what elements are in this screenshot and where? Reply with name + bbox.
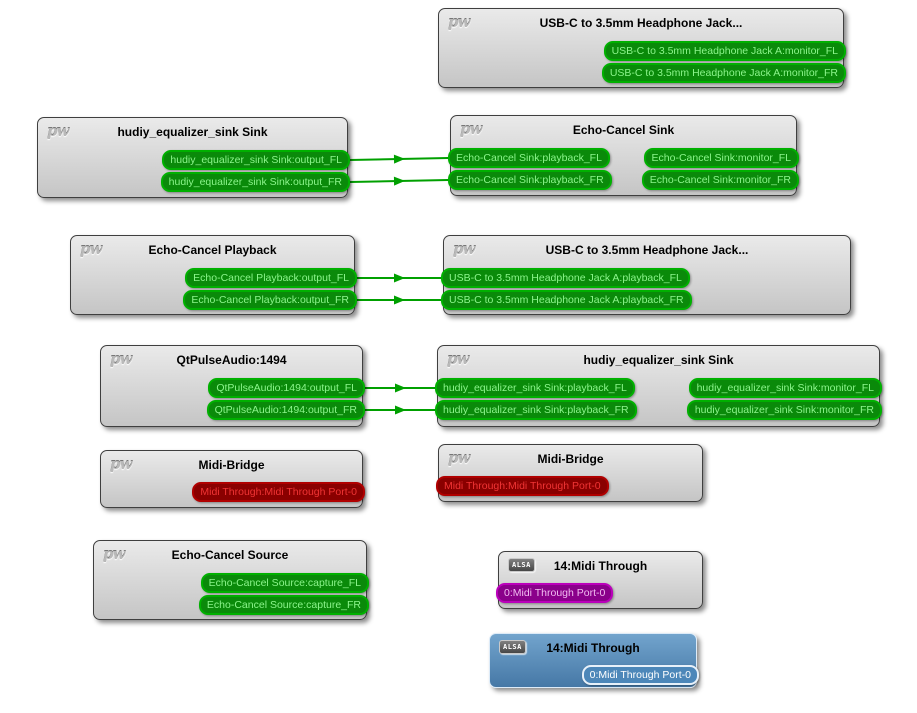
connection-direction-arrow xyxy=(393,176,405,186)
port-mb-l-port[interactable]: Midi Through:Midi Through Port-0 xyxy=(192,482,365,502)
port-hudiy-r-mon-fr[interactable]: hudiy_equalizer_sink Sink:monitor_FR xyxy=(686,400,882,420)
port-hudiy-r-pb-fl[interactable]: hudiy_equalizer_sink Sink:playback_FL xyxy=(435,378,635,398)
node-title: Echo-Cancel Playback xyxy=(148,243,277,257)
port-mt-in-port[interactable]: 0:Midi Through Port-0 xyxy=(496,583,614,603)
pipewire-icon: pw xyxy=(103,545,125,563)
port-ecs-mon-fl[interactable]: Echo-Cancel Sink:monitor_FL xyxy=(643,148,799,168)
alsa-icon: ALSA xyxy=(508,558,535,572)
port-hudiy-l-out-fr[interactable]: hudiy_equalizer_sink Sink:output_FR xyxy=(160,172,350,192)
node-midi-through-alsa-out[interactable]: ALSA 14:Midi Through 0:Midi Through Port-0 xyxy=(489,633,699,688)
pipewire-icon: pw xyxy=(110,455,132,473)
port-qt-out-fr[interactable]: QtPulseAudio:1494:output_FR xyxy=(206,400,365,420)
pipewire-icon: pw xyxy=(110,350,132,368)
node-header: pw hudiy_equalizer_sink Sink xyxy=(438,346,879,372)
pipewire-icon: pw xyxy=(47,122,69,140)
port-usbc-mon-fl[interactable]: USB-C to 3.5mm Headphone Jack A:monitor_… xyxy=(603,41,846,61)
port-ecs-mon-fr[interactable]: Echo-Cancel Sink:monitor_FR xyxy=(641,170,799,190)
node-header: pw Echo-Cancel Sink xyxy=(451,116,796,142)
pipewire-icon: pw xyxy=(447,350,469,368)
node-title: 14:Midi Through xyxy=(553,559,648,573)
pipewire-icon: pw xyxy=(448,449,470,467)
node-title: hudiy_equalizer_sink Sink xyxy=(583,353,734,367)
connection-direction-arrow xyxy=(394,295,405,305)
node-midi-through-alsa-in[interactable]: ALSA 14:Midi Through 0:Midi Through Port-0 xyxy=(496,551,703,609)
connection-direction-arrow xyxy=(393,154,405,164)
port-hudiy-r-mon-fl[interactable]: hudiy_equalizer_sink Sink:monitor_FL xyxy=(688,378,882,398)
port-ecs-pb-fr[interactable]: Echo-Cancel Sink:playback_FR xyxy=(448,170,612,190)
port-ecp-out-fl[interactable]: Echo-Cancel Playback:output_FL xyxy=(185,268,357,288)
node-hudiy-equalizer-sink-right[interactable]: pw hudiy_equalizer_sink Sink hudiy_equaliz… xyxy=(435,345,882,427)
node-header: pw Echo-Cancel Playback xyxy=(71,236,354,262)
node-usbc-headphone-monitor[interactable]: pw USB-C to 3.5mm Headphone Jack... USB-C … xyxy=(438,8,846,88)
alsa-icon: ALSA xyxy=(499,640,526,654)
port-usbc-pb-fl[interactable]: USB-C to 3.5mm Headphone Jack A:playback… xyxy=(441,268,690,288)
connection-ecp-out-fr-to-usbc-pb-fr[interactable] xyxy=(357,295,441,305)
connection-direction-arrow xyxy=(395,383,406,393)
port-usbc-pb-fr[interactable]: USB-C to 3.5mm Headphone Jack A:playback… xyxy=(441,290,692,310)
port-mb-r-port[interactable]: Midi Through:Midi Through Port-0 xyxy=(436,476,609,496)
node-title: Midi-Bridge xyxy=(198,458,265,472)
connection-qt-out-fr-to-hudiy-r-pb-fr[interactable] xyxy=(365,405,435,415)
node-usbc-headphone-playback[interactable]: pw USB-C to 3.5mm Headphone Jack... USB-C … xyxy=(441,235,851,315)
node-header: ALSA 14:Midi Through xyxy=(499,552,702,578)
node-header: ALSA 14:Midi Through xyxy=(490,634,696,660)
connection-direction-arrow xyxy=(394,273,405,283)
node-title: hudiy_equalizer_sink Sink xyxy=(117,125,268,139)
port-ecp-out-fr[interactable]: Echo-Cancel Playback:output_FR xyxy=(183,290,357,310)
node-header: pw QtPulseAudio:1494 xyxy=(101,346,362,372)
node-title: Midi-Bridge xyxy=(537,452,604,466)
node-header: pw hudiy_equalizer_sink Sink xyxy=(38,118,347,144)
pipewire-icon: pw xyxy=(448,13,470,31)
port-hudiy-r-pb-fr[interactable]: hudiy_equalizer_sink Sink:playback_FR xyxy=(435,400,637,420)
node-title: 14:Midi Through xyxy=(546,641,640,655)
connection-ecp-out-fl-to-usbc-pb-fl[interactable] xyxy=(357,273,441,283)
node-header: pw Midi-Bridge xyxy=(439,445,702,471)
node-header: pw Midi-Bridge xyxy=(101,451,362,477)
port-ecs-pb-fl[interactable]: Echo-Cancel Sink:playback_FL xyxy=(448,148,610,168)
connection-hudiy-l-out-fr-to-ecs-pb-fr[interactable] xyxy=(349,176,449,186)
connection-hudiy-l-out-fl-to-ecs-pb-fl[interactable] xyxy=(349,154,449,164)
node-header: pw Echo-Cancel Source xyxy=(94,541,366,567)
port-ec-src-fr[interactable]: Echo-Cancel Source:capture_FR xyxy=(198,595,369,615)
port-hudiy-l-out-fl[interactable]: hudiy_equalizer_sink Sink:output_FL xyxy=(162,150,350,170)
node-header: pw USB-C to 3.5mm Headphone Jack... xyxy=(439,9,843,35)
port-ec-src-fl[interactable]: Echo-Cancel Source:capture_FL xyxy=(200,573,369,593)
pipewire-icon: pw xyxy=(453,240,475,258)
pipewire-icon: pw xyxy=(460,120,482,138)
pipewire-icon: pw xyxy=(80,240,102,258)
port-mt-out-port[interactable]: 0:Midi Through Port-0 xyxy=(581,665,699,685)
node-title: Echo-Cancel Source xyxy=(171,548,289,562)
node-title: USB-C to 3.5mm Headphone Jack... xyxy=(539,16,743,30)
port-qt-out-fl[interactable]: QtPulseAudio:1494:output_FL xyxy=(208,378,365,398)
connection-qt-out-fl-to-hudiy-r-pb-fl[interactable] xyxy=(365,383,435,393)
node-title: Echo-Cancel Sink xyxy=(572,123,675,137)
node-hudiy-equalizer-sink-left[interactable]: pw hudiy_equalizer_sink Sink hudiy_equaliz… xyxy=(37,117,350,198)
port-usbc-mon-fr[interactable]: USB-C to 3.5mm Headphone Jack A:monitor_… xyxy=(601,63,846,83)
node-title: QtPulseAudio:1494 xyxy=(176,353,287,367)
connection-direction-arrow xyxy=(395,405,406,415)
node-header: pw USB-C to 3.5mm Headphone Jack... xyxy=(444,236,850,262)
node-title: USB-C to 3.5mm Headphone Jack... xyxy=(545,243,749,257)
